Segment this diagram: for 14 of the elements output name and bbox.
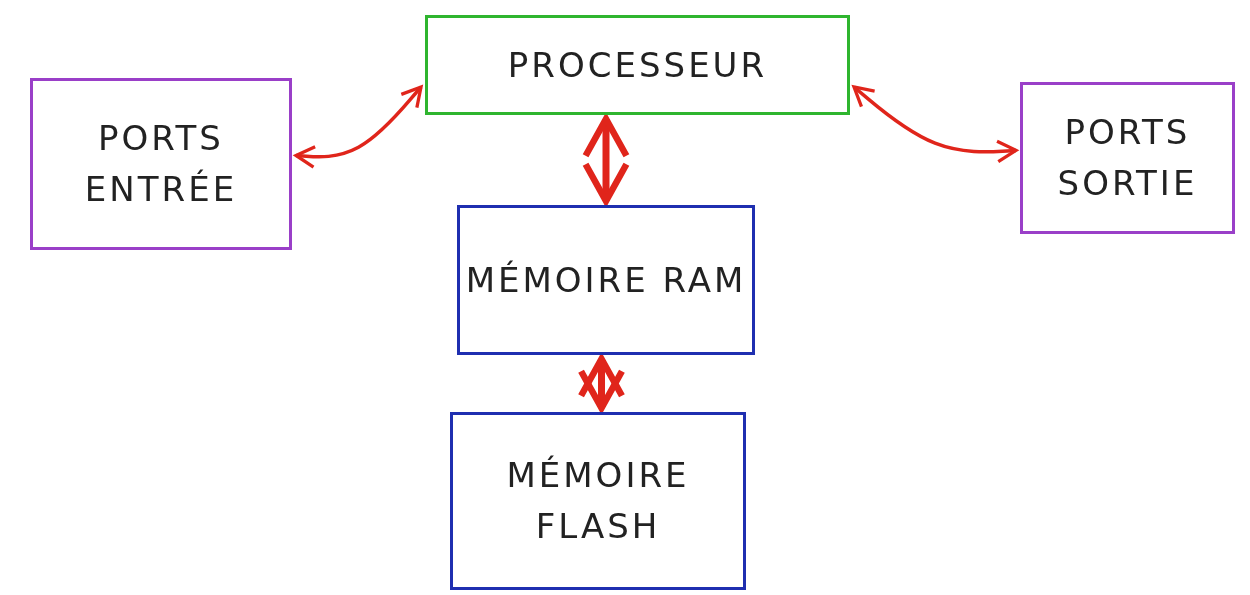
process-box [450, 412, 746, 590]
box-label: PORTS SORTIE [1056, 111, 1199, 205]
double-arrow [577, 355, 626, 412]
box-label: MÉMOIRE RAM [465, 258, 747, 302]
process-box [1020, 82, 1235, 234]
box-label: PORTS ENTRÉE [83, 117, 239, 211]
box-label: MÉMOIRE FLASH [505, 454, 691, 548]
process-box [457, 205, 755, 355]
box-label: PROCESSEUR [507, 43, 768, 87]
double-arrow [852, 85, 1018, 164]
double-arrow [294, 85, 423, 169]
process-box [30, 78, 292, 250]
process-box [425, 15, 850, 115]
double-arrow [582, 115, 630, 205]
